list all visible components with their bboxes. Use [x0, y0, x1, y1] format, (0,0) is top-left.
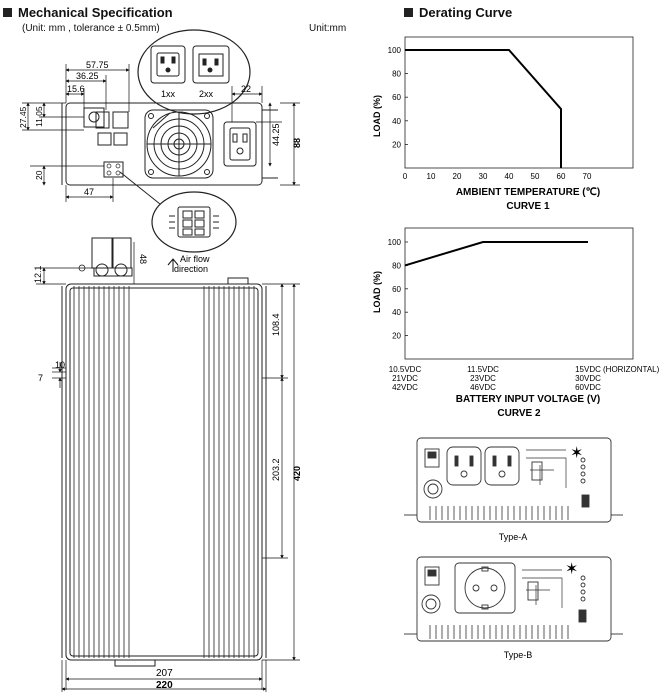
curve1-xtick: 70 [583, 172, 592, 181]
curve2-ytick: 40 [392, 308, 401, 317]
curve1-chart: 0 10 20 30 40 50 60 70 100 80 60 40 20 [388, 36, 634, 181]
curve2-caption: CURVE 2 [497, 408, 541, 419]
curve1-ytick: 60 [392, 93, 401, 102]
derating-title: Derating Curve [419, 5, 513, 20]
curve1-xtick: 20 [453, 172, 462, 181]
curve1-ytick: 100 [388, 46, 402, 55]
connector-block [103, 161, 124, 178]
connector-inset [119, 171, 237, 253]
curve2-ylabel: LOAD (%) [372, 271, 382, 313]
airflow-label-2: direction [174, 264, 208, 274]
dim-420: 420 [292, 466, 302, 481]
dim-47: 47 [84, 187, 94, 197]
side-view-drawing [61, 237, 267, 667]
switch [83, 107, 105, 128]
curve1-ytick: 40 [392, 117, 401, 126]
dim-36-25: 36.25 [76, 71, 99, 81]
dim-7: 7 [38, 373, 43, 383]
curve2-ytick: 100 [388, 238, 402, 247]
rear-panel-drawing [61, 102, 278, 186]
dim-22: 22 [241, 84, 251, 94]
dim-44-25: 44.25 [271, 123, 281, 146]
schuko-outlet-icon [454, 562, 516, 614]
dim-48: 48 [138, 254, 148, 264]
front-panel-type-b [404, 556, 623, 642]
curve2-xtick: 30VDC [575, 374, 601, 383]
type-b-label: Type-B [504, 650, 533, 660]
curve1-xtick: 60 [557, 172, 566, 181]
curve2-xtick: 11.5VDC [467, 365, 499, 374]
socket-inset [137, 29, 251, 129]
power-switch-icon [424, 448, 440, 468]
dim-15-6: 15.6 [67, 84, 85, 94]
derating-header: Derating Curve [404, 5, 512, 20]
dim-12-1: 12.1 [33, 265, 43, 283]
unit-note: Unit:mm [309, 23, 347, 34]
fan-icon [144, 109, 214, 179]
curve1-caption: CURVE 1 [506, 201, 550, 212]
tolerance-note: (Unit: mm , tolerance ± 0.5mm) [22, 23, 160, 34]
dim-207: 207 [156, 668, 173, 679]
side-dimensions [36, 242, 300, 692]
curve2-xtick: 23VDC [470, 374, 496, 383]
socket-2-label: 2xx [199, 89, 214, 99]
dim-10: 10 [55, 360, 65, 370]
curve2-xtick: 15VDC [575, 365, 601, 374]
sun-icon: ✶ [565, 561, 578, 578]
curve1-ytick: 20 [392, 140, 401, 149]
dim-108-4: 108.4 [271, 313, 281, 336]
curve1-xlabel: AMBIENT TEMPERATURE (℃) [456, 187, 600, 198]
curve2-xlabel: BATTERY INPUT VOLTAGE (V) [456, 394, 600, 405]
top-dimensions [22, 64, 300, 202]
curve2-xtick: 46VDC [470, 383, 496, 392]
outlet-icon [484, 446, 520, 486]
bullet-icon [404, 8, 413, 17]
curve2-xtick: 10.5VDC [389, 365, 422, 374]
dim-57-75: 57.75 [86, 60, 109, 70]
mechanical-spec-header: Mechanical Specification [3, 5, 173, 20]
curve2-xtick: 42VDC [392, 383, 418, 392]
dim-88: 88 [292, 138, 302, 148]
ac-outlet-icon [223, 121, 257, 167]
curve1-ylabel: LOAD (%) [372, 95, 382, 137]
front-panel-type-a [404, 437, 623, 523]
dim-20: 20 [34, 170, 44, 180]
curve1-line [405, 49, 562, 168]
curve2-line [404, 241, 588, 267]
curve2-ytick: 60 [392, 285, 401, 294]
curve2-horizontal: (HORIZONTAL) [603, 365, 660, 374]
dim-11-05: 11.05 [34, 106, 44, 127]
power-switch-icon [424, 566, 440, 586]
dim-203-2: 203.2 [271, 458, 281, 481]
curve1-xtick: 10 [427, 172, 436, 181]
outlet-icon [446, 446, 482, 486]
curve1-ytick: 80 [392, 70, 401, 79]
curve1-xtick: 40 [505, 172, 514, 181]
curve1-xtick: 0 [403, 172, 408, 181]
curve1-xtick: 30 [479, 172, 488, 181]
curve2-ytick: 80 [392, 261, 401, 270]
socket-1-label: 1xx [161, 89, 176, 99]
curve2-frame [404, 227, 634, 360]
curve1-xtick: 50 [531, 172, 540, 181]
curve1-frame [404, 36, 634, 169]
type-a-label: Type-A [499, 532, 528, 542]
curve2-ytick: 20 [392, 332, 401, 341]
dim-220: 220 [156, 680, 173, 691]
curve2-xtick: 21VDC [392, 374, 418, 383]
sun-icon: ✶ [570, 445, 583, 462]
airflow-label-1: Air flow [180, 254, 210, 264]
mechanical-spec-title: Mechanical Specification [18, 5, 173, 20]
terminal-icon [88, 111, 100, 123]
curve2-xtick: 60VDC [575, 383, 601, 392]
dim-27-45: 27.45 [18, 106, 28, 128]
bullet-icon [3, 8, 12, 17]
